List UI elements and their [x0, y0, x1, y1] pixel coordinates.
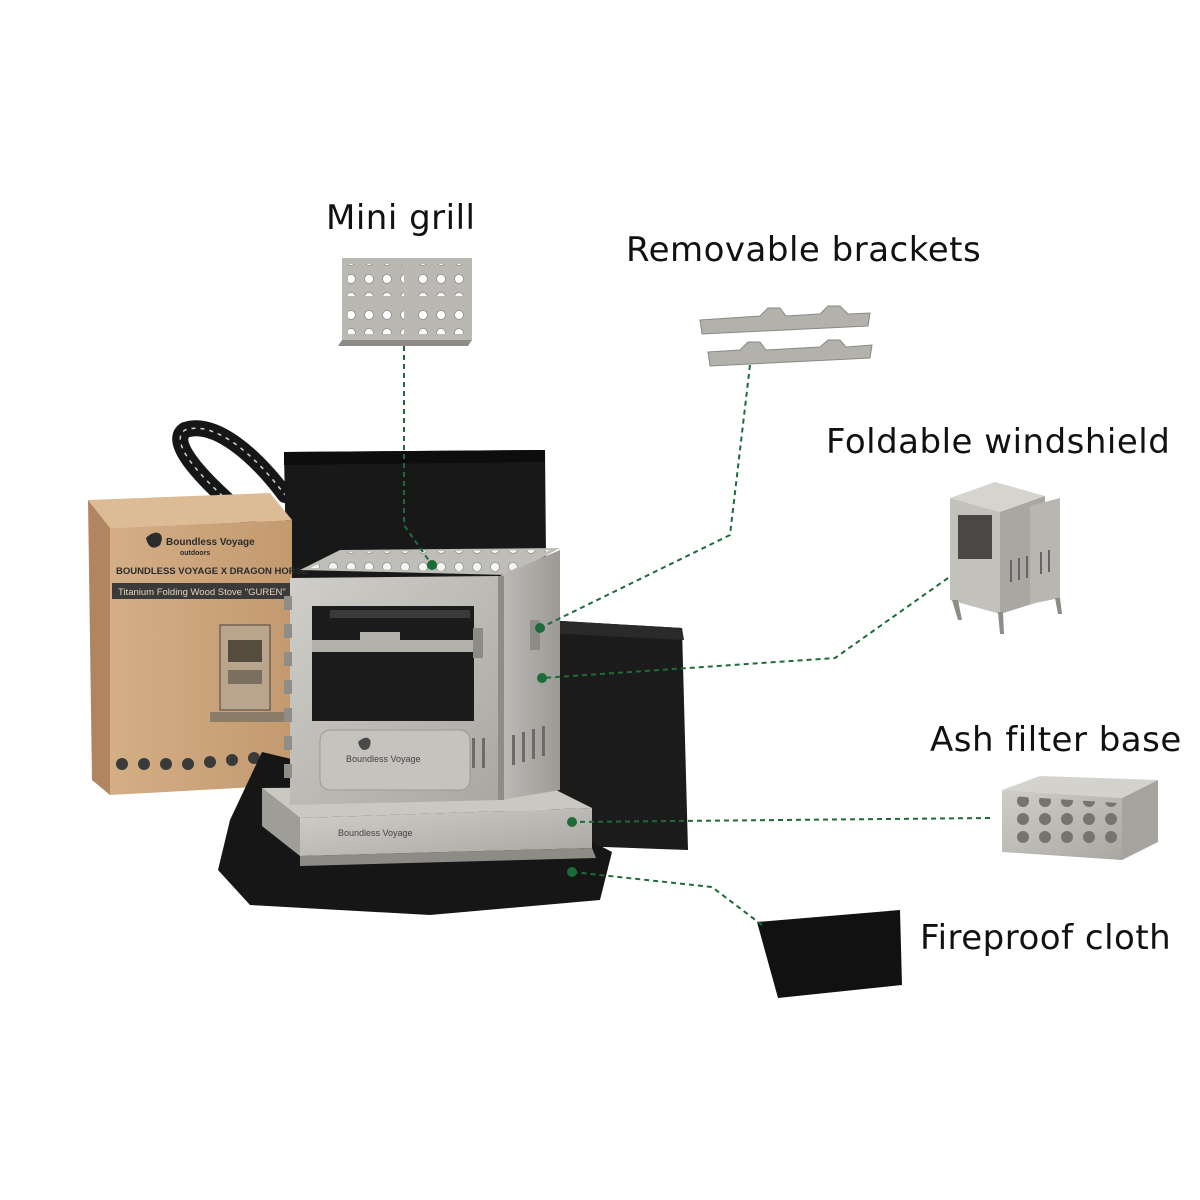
label-mini-grill: Mini grill [326, 198, 476, 238]
package-collab-text: BOUNDLESS VOYAGE X DRAGON HORSE [116, 566, 308, 577]
stove-engraving-text: Boundless Voyage [346, 754, 421, 764]
label-ash-filter-base: Ash filter base [930, 720, 1182, 760]
package-stove-drawing-icon [210, 624, 284, 722]
removable-brackets-illustration [699, 305, 873, 367]
leader-lines [403, 346, 991, 926]
package-feature-icons [116, 752, 260, 770]
label-removable-brackets: Removable brackets [626, 230, 982, 270]
stove-body: Boundless Voyage [284, 548, 560, 805]
ash-filter-base-illustration [1002, 776, 1158, 860]
leader-line-mini-grill [403, 346, 433, 566]
base-engraving-text: Boundless Voyage [338, 828, 413, 838]
package-brand-sub-text: outdoors [180, 550, 210, 557]
leader-line-fireproof-cloth [571, 871, 763, 926]
leader-line-ash-filter-base [571, 817, 991, 823]
label-fireproof-cloth: Fireproof cloth [920, 918, 1172, 958]
leader-line-foldable-windshield [541, 577, 949, 679]
package-product-text: Titanium Folding Wood Stove "GUREN" [118, 587, 286, 598]
fireproof-cloth-illustration [757, 910, 902, 998]
leader-line-removable-brackets [539, 364, 751, 629]
foldable-windshield-illustration [950, 482, 1062, 634]
package-brand-text: Boundless Voyage [166, 537, 255, 548]
package-box: Boundless Voyage outdoors BOUNDLESS VOYA… [88, 493, 308, 795]
label-foldable-windshield: Foldable windshield [826, 422, 1171, 462]
leader-dots [427, 560, 577, 877]
mini-grill-illustration [338, 258, 472, 346]
